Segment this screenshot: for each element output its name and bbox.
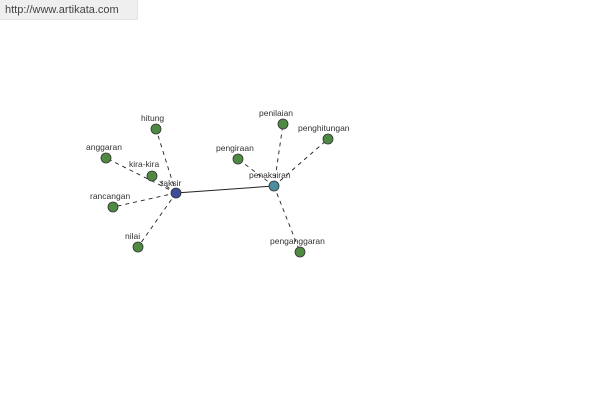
node-label-kira-kira[interactable]: kira-kira: [129, 159, 159, 169]
node-label-penilaian[interactable]: penilaian: [259, 108, 293, 118]
node-dot-taksir[interactable]: [170, 187, 182, 199]
node-hitung[interactable]: hitung: [141, 113, 164, 135]
node-nilai[interactable]: nilai: [125, 231, 144, 253]
node-label-pengiraan[interactable]: pengiraan: [216, 143, 254, 153]
edge-penaksiran-penghitungan: [273, 138, 329, 187]
edge-penaksiran-penilaian: [273, 123, 284, 187]
node-kira-kira[interactable]: kira-kira: [129, 159, 159, 182]
node-label-hitung[interactable]: hitung: [141, 113, 164, 123]
nodes-layer: taksir penaksiran hitung anggaran kira-kira r…: [86, 108, 350, 258]
node-label-rancangan[interactable]: rancangan: [90, 191, 130, 201]
node-dot-anggaran[interactable]: [100, 152, 112, 164]
edge-penaksiran-penganggaran: [273, 185, 301, 253]
node-dot-hitung[interactable]: [150, 123, 162, 135]
node-dot-penilaian[interactable]: [277, 118, 289, 130]
node-label-penaksiran[interactable]: penaksiran: [249, 170, 291, 180]
node-penghitungan[interactable]: penghitungan: [298, 123, 350, 145]
node-penaksiran[interactable]: penaksiran: [249, 170, 291, 192]
node-dot-rancangan[interactable]: [107, 201, 119, 213]
node-rancangan[interactable]: rancangan: [90, 191, 130, 213]
node-dot-kira-kira[interactable]: [146, 170, 158, 182]
edge-taksir-penaksiran: [175, 185, 275, 194]
node-label-anggaran[interactable]: anggaran: [86, 142, 122, 152]
node-label-penghitungan[interactable]: penghitungan: [298, 123, 350, 133]
node-dot-penaksiran[interactable]: [268, 180, 280, 192]
edge-taksir-nilai: [137, 192, 177, 248]
node-penilaian[interactable]: penilaian: [259, 108, 293, 130]
node-dot-penganggaran[interactable]: [294, 246, 306, 258]
edge-taksir-hitung: [155, 128, 177, 194]
node-pengiraan[interactable]: pengiraan: [216, 143, 254, 165]
node-label-nilai[interactable]: nilai: [125, 231, 140, 241]
edge-taksir-anggaran: [105, 157, 177, 194]
node-penganggaran[interactable]: penganggaran: [270, 236, 325, 258]
node-dot-pengiraan[interactable]: [232, 153, 244, 165]
node-taksir[interactable]: taksir: [161, 178, 182, 199]
node-dot-penghitungan[interactable]: [322, 133, 334, 145]
url-link[interactable]: http://www.artikata.com: [5, 4, 119, 16]
node-label-penganggaran[interactable]: penganggaran: [270, 236, 325, 246]
edge-taksir-rancangan: [112, 192, 177, 208]
node-label-taksir[interactable]: taksir: [161, 178, 181, 188]
url-banner[interactable]: http://www.artikata.com: [0, 0, 138, 20]
node-anggaran[interactable]: anggaran: [86, 142, 122, 164]
node-dot-nilai[interactable]: [132, 241, 144, 253]
